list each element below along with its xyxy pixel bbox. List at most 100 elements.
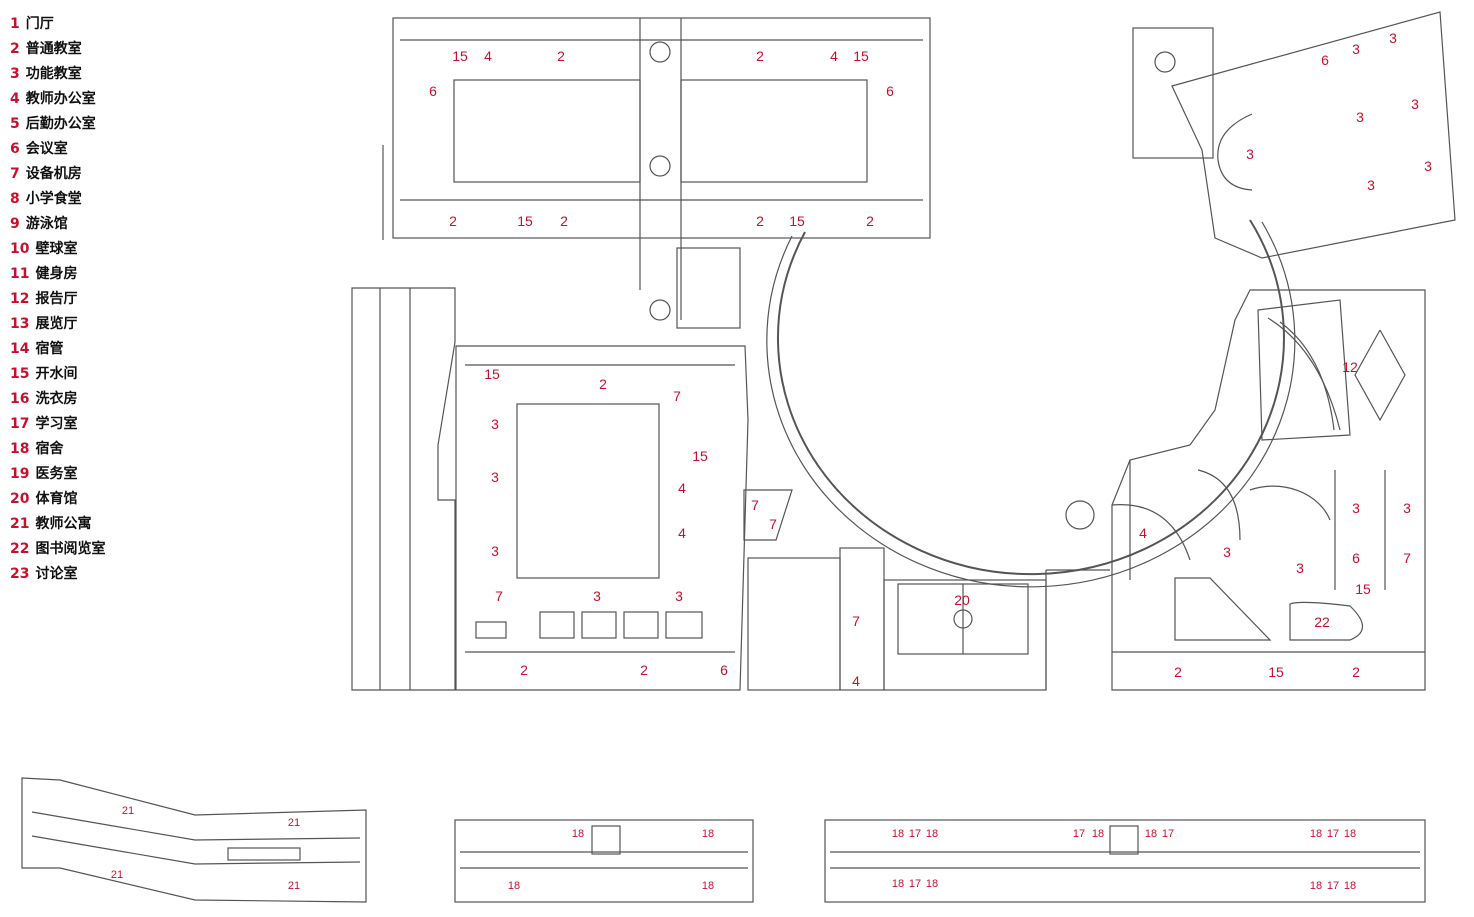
room-label: 18 — [702, 880, 714, 892]
legend-label: 后勤办公室 — [25, 116, 96, 132]
room-label: 4 — [830, 48, 838, 64]
room-label: 15 — [452, 48, 468, 64]
north-courtyard-right — [680, 79, 868, 183]
room-label: 3 — [1389, 30, 1397, 46]
room-label: 2 — [557, 48, 565, 64]
reading-room — [1289, 601, 1364, 641]
legend-number: 23 — [10, 566, 30, 582]
room-label: 6 — [720, 662, 728, 678]
legend-number: 12 — [10, 291, 30, 307]
legend-number: 9 — [10, 216, 20, 232]
room-label: 15 — [692, 448, 708, 464]
room-label: 3 — [1403, 500, 1411, 516]
legend-number: 7 — [10, 166, 20, 182]
room-label: 2 — [449, 213, 457, 229]
legend-label: 学习室 — [35, 416, 78, 432]
room-label: 18 — [702, 828, 714, 840]
legend-item-22: 22 图书阅览室 — [10, 537, 105, 562]
room-label: 3 — [491, 416, 499, 432]
legend-number: 13 — [10, 316, 30, 332]
link-stair — [676, 247, 741, 329]
ne-block — [1171, 11, 1456, 259]
room-label: 15 — [484, 366, 500, 382]
legend-item-14: 14 宿管 — [10, 337, 105, 362]
room-label: 18 — [926, 878, 938, 890]
room-label: 18 — [926, 828, 938, 840]
legend-label: 普通教室 — [25, 41, 82, 57]
legend-number: 16 — [10, 391, 30, 407]
room-label: 3 — [491, 543, 499, 559]
room-label: 21 — [111, 869, 123, 881]
legend-label: 教师公寓 — [35, 516, 92, 532]
legend-number: 4 — [10, 91, 20, 107]
lecture-hall — [1257, 299, 1351, 441]
legend-label: 设备机房 — [25, 166, 82, 182]
legend-label: 开水间 — [35, 366, 78, 382]
legend-label: 讨论室 — [35, 566, 78, 582]
legend-number: 15 — [10, 366, 30, 382]
room-label: 2 — [520, 662, 528, 678]
legend-label: 游泳馆 — [25, 216, 68, 232]
legend-number: 22 — [10, 541, 30, 557]
legend-item-5: 5 后勤办公室 — [10, 112, 105, 137]
north-courtyard-left — [453, 79, 641, 183]
legend-item-23: 23 讨论室 — [10, 562, 105, 587]
legend-number: 19 — [10, 466, 30, 482]
legend-number: 20 — [10, 491, 30, 507]
room-label: 3 — [1367, 177, 1375, 193]
room-label: 17 — [909, 878, 921, 890]
legend-label: 图书阅览室 — [35, 541, 106, 557]
room-label: 7 — [852, 613, 860, 629]
room-label: 2 — [599, 376, 607, 392]
room-label: 12 — [1342, 359, 1358, 375]
room-label: 3 — [1424, 158, 1432, 174]
legend-number: 21 — [10, 516, 30, 532]
legend-label: 报告厅 — [35, 291, 78, 307]
room-label: 22 — [1314, 614, 1330, 630]
dormitory-block-2 — [824, 819, 1426, 903]
legend-label: 教师办公室 — [25, 91, 96, 107]
legend-label: 门厅 — [25, 16, 54, 32]
room-label: 2 — [560, 213, 568, 229]
room-label: 2 — [640, 662, 648, 678]
legend-label: 医务室 — [35, 466, 78, 482]
service-hall — [747, 557, 841, 691]
room-label: 17 — [909, 828, 921, 840]
room-label: 21 — [122, 805, 134, 817]
room-label: 2 — [756, 213, 764, 229]
legend-label: 宿管 — [35, 341, 64, 357]
legend-number: 11 — [10, 266, 30, 282]
room-label: 18 — [1310, 880, 1322, 892]
legend-item-15: 15 开水间 — [10, 362, 105, 387]
room-label: 4 — [678, 525, 686, 541]
room-label: 3 — [491, 469, 499, 485]
room-label: 7 — [1403, 550, 1411, 566]
room-label: 6 — [1352, 550, 1360, 566]
legend-number: 8 — [10, 191, 20, 207]
room-label: 17 — [1327, 880, 1339, 892]
legend-item-4: 4 教师办公室 — [10, 87, 105, 112]
room-label: 3 — [1296, 560, 1304, 576]
legend-label: 展览厅 — [35, 316, 78, 332]
legend-item-7: 7 设备机房 — [10, 162, 105, 187]
room-label: 6 — [886, 83, 894, 99]
ring-corridor — [776, 219, 1285, 576]
teacher-apartment — [21, 777, 367, 903]
room-label: 2 — [1352, 664, 1360, 680]
room-label: 3 — [1352, 41, 1360, 57]
legend-number: 5 — [10, 116, 20, 132]
legend-item-16: 16 洗衣房 — [10, 387, 105, 412]
legend-number: 14 — [10, 341, 30, 357]
room-label: 17 — [1073, 828, 1085, 840]
legend-number: 3 — [10, 66, 20, 82]
legend-label: 洗衣房 — [35, 391, 78, 407]
room-label: 2 — [756, 48, 764, 64]
room-label: 17 — [1162, 828, 1174, 840]
